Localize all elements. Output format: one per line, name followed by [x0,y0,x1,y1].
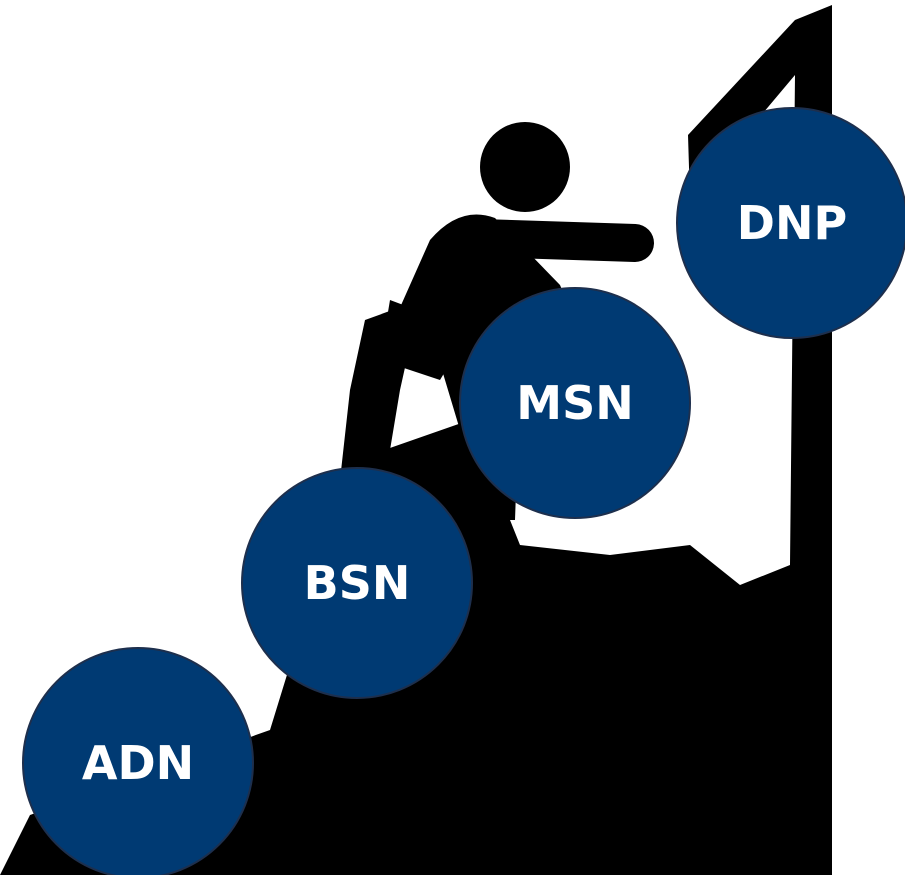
step-adn: ADN [22,647,254,875]
step-msn: MSN [459,287,691,519]
step-circle [459,287,691,519]
step-bsn: BSN [241,467,473,699]
step-label: BSN [304,556,411,610]
step-label: ADN [82,736,194,790]
mountain-slope-icon [0,5,832,875]
step-label: MSN [516,376,633,430]
step-circle [241,467,473,699]
mountain-shape [0,5,832,875]
person-head [480,122,570,212]
step-circle [676,107,905,339]
step-dnp: DNP [676,107,905,339]
person-hip [380,300,470,380]
step-circle [22,647,254,875]
step-label: DNP [737,196,847,250]
person-arm-upper [461,219,654,262]
